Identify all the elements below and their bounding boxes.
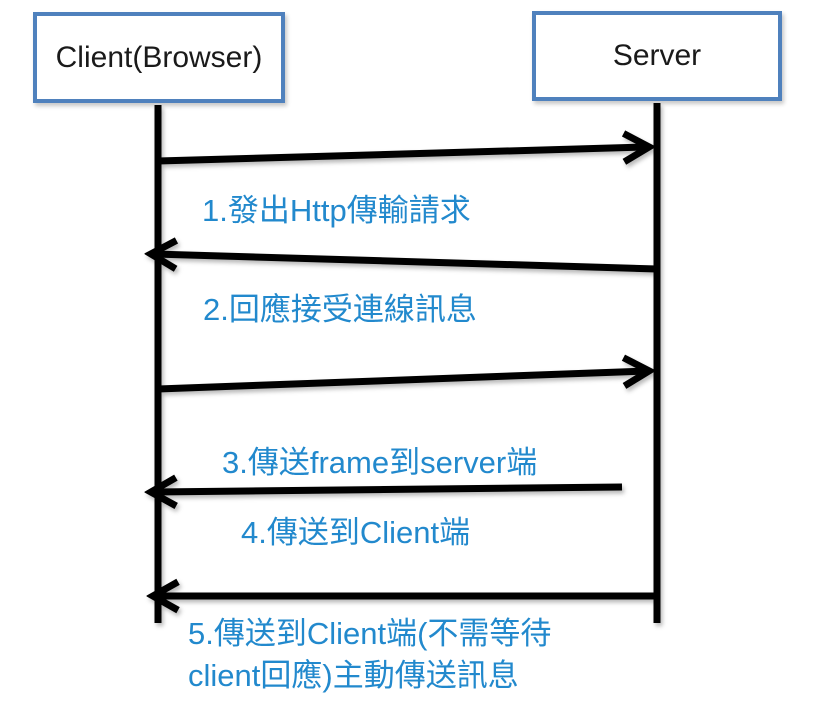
message-1-label: 1.發出Http傳輸請求 — [202, 193, 471, 228]
message-4-label: 4.傳送到Client端 — [241, 515, 471, 550]
actor-box-client: Client(Browser) — [33, 12, 285, 103]
message-2-arrow — [154, 254, 658, 273]
message-3-label: 3.傳送frame到server端 — [222, 445, 538, 480]
actor-label-client: Client(Browser) — [55, 40, 263, 74]
message-3-arrow — [157, 371, 646, 393]
message-1-arrow — [157, 147, 646, 161]
message-4-arrow — [154, 487, 623, 492]
actor-box-server: Server — [532, 11, 782, 101]
message-5-label: 5.傳送到Client端(不需等待 client回應)主動傳送訊息 — [188, 616, 552, 693]
message-2-label: 2.回應接受連線訊息 — [203, 292, 477, 327]
actor-label-server: Server — [612, 39, 702, 72]
